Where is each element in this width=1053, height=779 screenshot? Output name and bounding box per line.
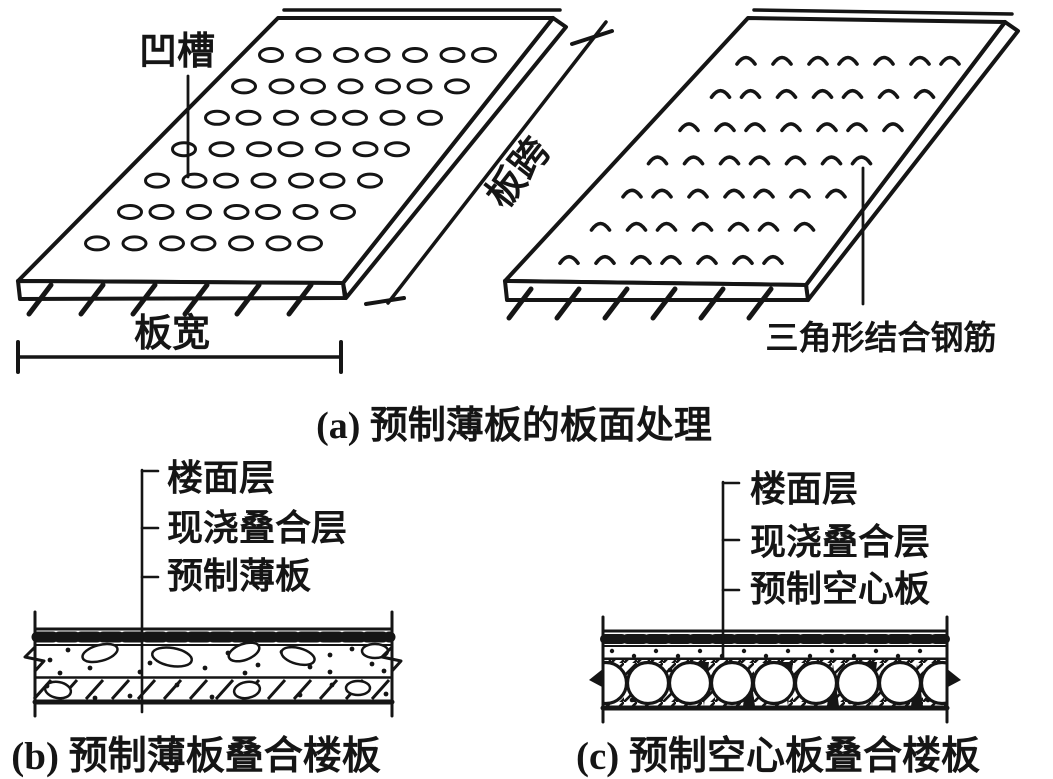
caption-c: (c) 预制空心板叠合楼板 [576,735,980,778]
slab-back-edge [752,8,1014,16]
layer-label-floor-finish: 楼面层 [750,469,858,509]
hollow-core-slab-body [604,660,946,708]
slab-width-dimension: 板宽 [16,312,343,374]
rebar-slab-drawing: 三角形结合钢筋 [503,8,1020,357]
hollow-core-holes [604,660,946,706]
slab-front-face [16,279,347,301]
triangular-rebar-grid [558,55,961,265]
span-dim-tick-top [570,29,614,46]
slab-front-face [503,279,810,302]
support-hatching [26,282,314,317]
slab-width-label: 板宽 [134,312,210,355]
section-c-drawing: 楼面层 现浇叠合层 预制空心板 (c) 预制空心板叠合楼板 [576,469,980,778]
break-arrow-right [946,668,961,688]
groove-label: 凹槽 [139,31,215,73]
support-hatching [506,286,774,321]
precast-thin-slab-texture [43,679,389,701]
section-b-drawing: 楼面层 现浇叠合层 预制薄板 (b) 预制薄板叠合楼板 [11,458,403,778]
rebar-label: 三角形结合钢筋 [766,320,997,357]
layer-label-cast-in-place: 现浇叠合层 [167,508,347,548]
span-dim-line [386,20,608,305]
cast-in-place-layer-texture [47,641,390,676]
break-mark-left [23,645,46,673]
span-dim-tick-bottom [364,296,406,306]
caption-b: (b) 预制薄板叠合楼板 [11,735,380,778]
break-mark-right [380,645,403,673]
caption-a: (a) 预制薄板的板面处理 [316,405,712,447]
layer-label-floor-finish: 楼面层 [167,458,275,498]
groove-holes-grid [84,47,497,252]
layer-label-precast-hollow-slab: 预制空心板 [750,569,930,609]
break-arrow-left [589,668,604,688]
cast-in-place-layer-texture [609,648,923,659]
grooved-slab-drawing: 凹槽 [16,8,568,317]
layer-label-precast-thin-slab: 预制薄板 [167,556,311,596]
layer-label-cast-in-place: 现浇叠合层 [750,522,930,562]
